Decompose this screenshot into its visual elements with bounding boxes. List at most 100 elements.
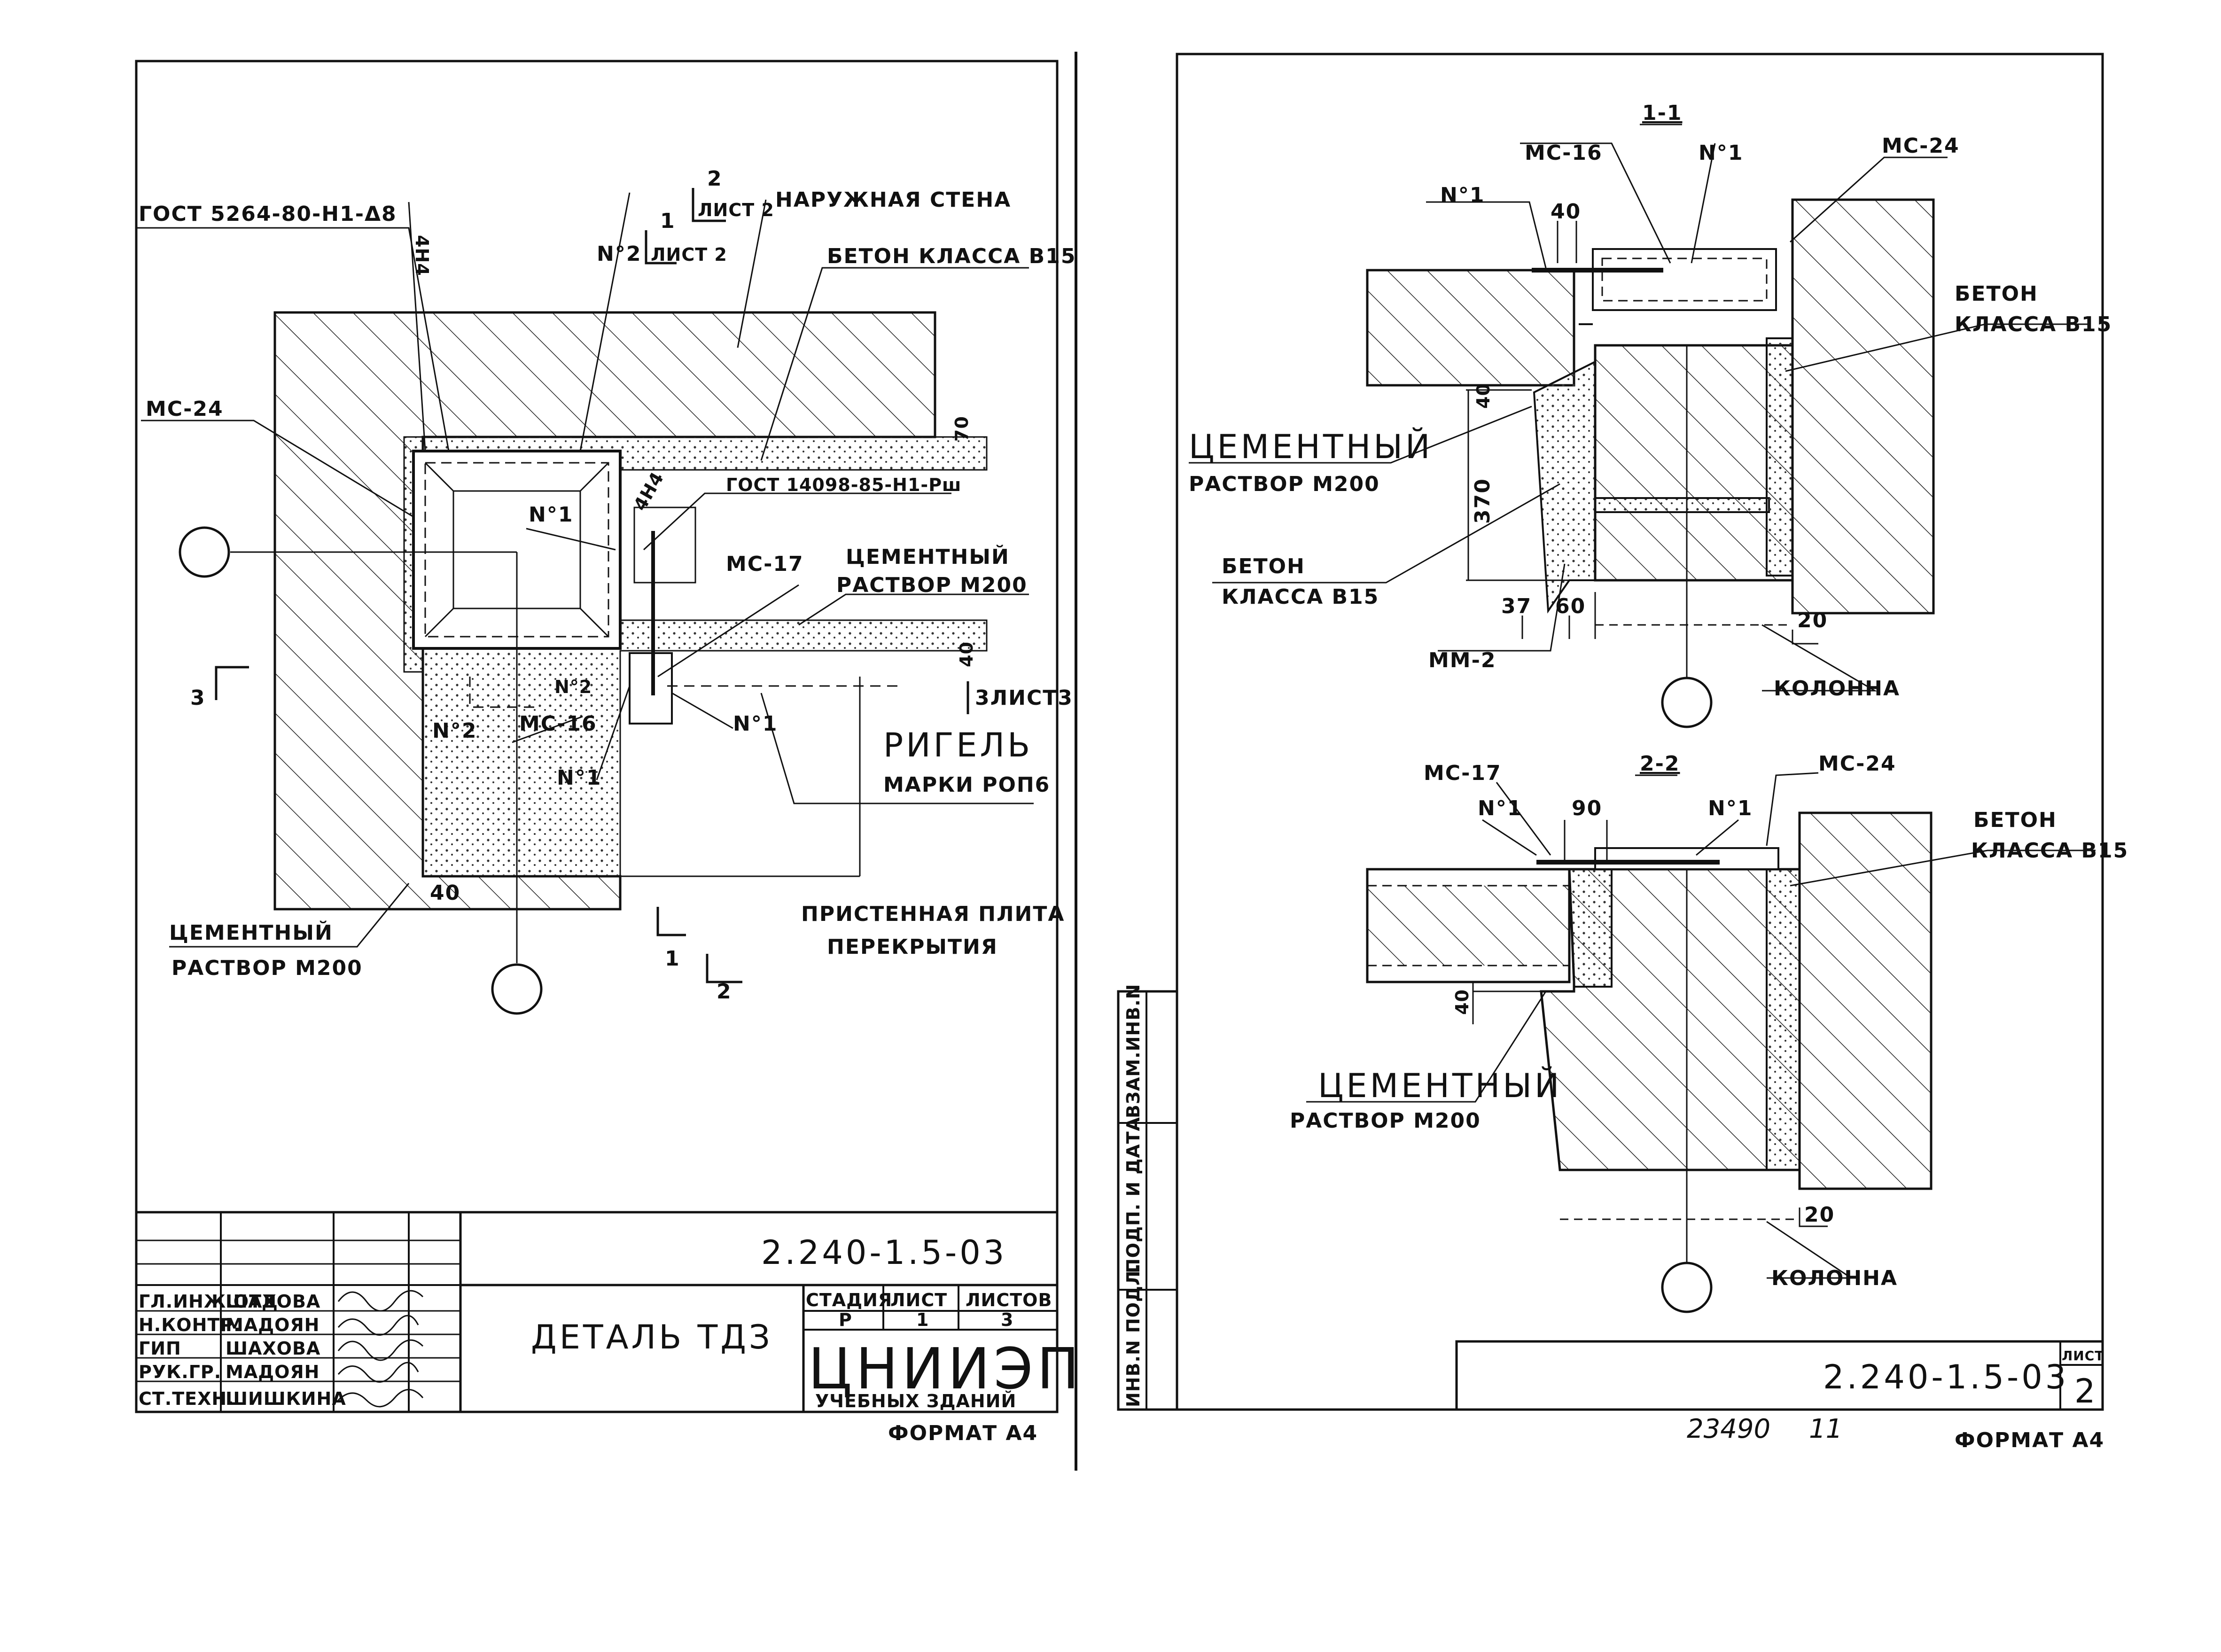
- title-block-sheet-1: 2.240-1.5-03 ДЕТАЛЬ ТДЗ СТАДИЯ ЛИСТ ЛИСТ…: [135, 1211, 1083, 1413]
- label-rigel-2: МАРКИ РОП6: [883, 773, 1050, 797]
- s22-dim20: 20: [1804, 1203, 1835, 1227]
- s11-n1a: N°1: [1699, 141, 1743, 165]
- title-block-1-role-1: Н.КОНТР.: [139, 1315, 241, 1335]
- title-block-1-sheets-label: ЛИСТОВ: [966, 1290, 1052, 1310]
- sheet-2: 1-1 МС-16 N°1 МС-24 N°1 40 БЕТОН КЛАССА …: [1117, 53, 2128, 1452]
- label-dim-40-right: 40: [956, 641, 977, 667]
- label-cement-1: ЦЕМЕНТНЫЙ: [846, 544, 1010, 569]
- s22-concrete-2: КЛАССА В15: [1971, 839, 2128, 863]
- s11-concrete-1: БЕТОН: [1955, 282, 2038, 306]
- label-sec3-sheet: 3ЛИСТ3: [975, 686, 1073, 710]
- label-rigel-1: РИГЕЛЬ: [883, 726, 1033, 764]
- title-block-2-sheet-label: ЛИСТ: [2062, 1348, 2104, 1364]
- title-block-1-name-4: ШИШКИНА: [226, 1388, 346, 1409]
- s11-title: 1-1: [1642, 101, 1683, 125]
- title-block-1-name-3: МАДОЯН: [226, 1362, 320, 1382]
- title-block-sheet-2: 2.240-1.5-03 ЛИСТ 2: [1455, 1340, 2104, 1411]
- label-gost-14098: ГОСТ 14098-85-Н1-Рш: [726, 475, 961, 495]
- archive-number: 23490: [1687, 1414, 1770, 1444]
- label-sec2-sheet: ЛИСТ 2: [698, 200, 774, 220]
- s11-wall: [1791, 198, 1935, 615]
- title-block-1-name-0: ШАХОВА: [226, 1291, 320, 1312]
- s22-dim40v: 40: [1452, 989, 1473, 1015]
- s11-dim60: 60: [1555, 594, 1586, 618]
- label-cut-2: 2: [717, 980, 732, 1004]
- label-n1-low: N°1: [557, 766, 601, 790]
- title-block-1-sheet: 1: [916, 1309, 929, 1330]
- s11-slab: [1366, 269, 1575, 387]
- s11-n1b: N°1: [1440, 183, 1485, 207]
- label-n2-low: N°2: [554, 677, 592, 697]
- label-cement-2: РАСТВОР М200: [836, 573, 1028, 597]
- label-dim-70: 70: [951, 416, 972, 442]
- s22-n1b: N°1: [1708, 796, 1753, 820]
- s22-cement-2: РАСТВОР М200: [1290, 1109, 1481, 1133]
- s11-cement-1: ЦЕМЕНТНЫЙ: [1189, 428, 1433, 466]
- s22-n1a: N°1: [1478, 796, 1522, 820]
- s11-mc16: МС-16: [1525, 141, 1603, 165]
- title-block-1-name-2: ШАХОВА: [226, 1338, 320, 1359]
- title-block-1-org: ЦНИИЭП: [808, 1337, 1083, 1402]
- s11-dim37: 37: [1501, 594, 1532, 618]
- title-block-1-role-4: СТ.ТЕХН.: [139, 1388, 234, 1409]
- s22-cement-1: ЦЕМЕНТНЫЙ: [1318, 1067, 1562, 1105]
- s22-wall: [1798, 811, 1933, 1190]
- axis-marker-bottom: [491, 963, 543, 1015]
- label-mc17: МС-17: [726, 552, 804, 576]
- s11-concrete-left-1: БЕТОН: [1222, 554, 1305, 578]
- format-sheet-1: ФОРМАТ А4: [888, 1421, 1038, 1445]
- side-stamp-sign: ПОДП. И ДАТА: [1123, 1117, 1144, 1273]
- s11-dim370: 370: [1471, 478, 1495, 524]
- label-n2-top: N°2: [597, 242, 641, 266]
- label-plate-2: ПЕРЕКРЫТИЯ: [827, 935, 998, 959]
- s22-mc17: МС-17: [1424, 761, 1502, 785]
- title-block-1-name-1: МАДОЯН: [226, 1315, 320, 1335]
- archive-sub: 11: [1809, 1414, 1842, 1444]
- label-outer-wall: НАРУЖНАЯ СТЕНА: [775, 188, 1011, 212]
- section-2-2: 2-2 МС-17 МС-24 N°1 N°1 90 БЕТОН КЛАССА …: [1290, 752, 2128, 1313]
- axis-marker-left: [179, 526, 230, 578]
- s22-axis-marker: [1661, 1262, 1713, 1313]
- label-n1-mid: N°1: [529, 503, 573, 527]
- s11-mc24: МС-24: [1882, 134, 1960, 158]
- title-block-1-sheets: 3: [1001, 1309, 1013, 1330]
- label-cement-left-2: РАСТВОР М200: [171, 956, 363, 980]
- label-dim-40-bottom: 40: [430, 881, 460, 905]
- label-plate-1: ПРИСТЕННАЯ ПЛИТА: [801, 902, 1065, 926]
- title-block-1-stage-label: СТАДИЯ: [806, 1290, 892, 1310]
- s11-cement-2: РАСТВОР М200: [1189, 472, 1380, 496]
- side-stamp-inv: ИНВ.N ПОДЛ.: [1123, 1263, 1144, 1407]
- s11-concrete-left-2: КЛАССА В15: [1222, 585, 1379, 609]
- label-concrete: БЕТОН КЛАССА В15: [827, 244, 1076, 268]
- s22-concrete-1: БЕТОН: [1973, 808, 2057, 832]
- title-block-1-sheet-label: ЛИСТ: [890, 1290, 947, 1310]
- label-cement-left-1: ЦЕМЕНТНЫЙ: [169, 920, 333, 945]
- label-mc16: МС-16: [519, 712, 597, 736]
- label-sec2-num: 2: [707, 167, 723, 191]
- title-block-2-code: 2.240-1.5-03: [1823, 1358, 2069, 1396]
- signatures-sheet-1: [337, 1290, 424, 1408]
- label-sec3-mark: 3: [190, 686, 206, 710]
- title-block-1-role-0: ГЛ.ИНЖ.ОТД: [139, 1291, 278, 1312]
- s11-dim20: 20: [1797, 608, 1828, 632]
- label-gost-5264: ГОСТ 5264-80-Н1-Δ8: [139, 202, 397, 226]
- side-stamp-replace: ВЗАМ.ИНВ.N: [1123, 984, 1144, 1118]
- s11-axis-marker: [1661, 677, 1713, 728]
- label-mc24: МС-24: [146, 397, 224, 421]
- title-block-1-role-2: ГИП: [139, 1338, 181, 1359]
- s11-dim40: 40: [1551, 200, 1581, 224]
- title-block-1-title: ДЕТАЛЬ ТДЗ: [531, 1318, 773, 1356]
- title-block-1-code: 2.240-1.5-03: [761, 1233, 1007, 1272]
- title-block-1-stage: Р: [839, 1309, 852, 1330]
- label-cut-1: 1: [665, 947, 680, 971]
- s11-dim40v: 40: [1473, 383, 1494, 409]
- label-sec1-sheet: ЛИСТ 2: [651, 244, 727, 265]
- s11-concrete-2: КЛАССА В15: [1955, 312, 2112, 336]
- sheet-1: ГОСТ 5264-80-Н1-Δ8 4Н4 N°2 2 ЛИСТ 2 1 ЛИ…: [135, 60, 1083, 1445]
- section-1-1: 1-1 МС-16 N°1 МС-24 N°1 40 БЕТОН КЛАССА …: [1189, 101, 2112, 728]
- label-n2-left: N°2: [432, 719, 477, 743]
- s22-title: 2-2: [1640, 752, 1680, 776]
- title-block-2-sheet: 2: [2074, 1372, 2098, 1410]
- label-n1-right: N°1: [733, 712, 778, 736]
- format-sheet-2: ФОРМАТ А4: [1955, 1428, 2104, 1452]
